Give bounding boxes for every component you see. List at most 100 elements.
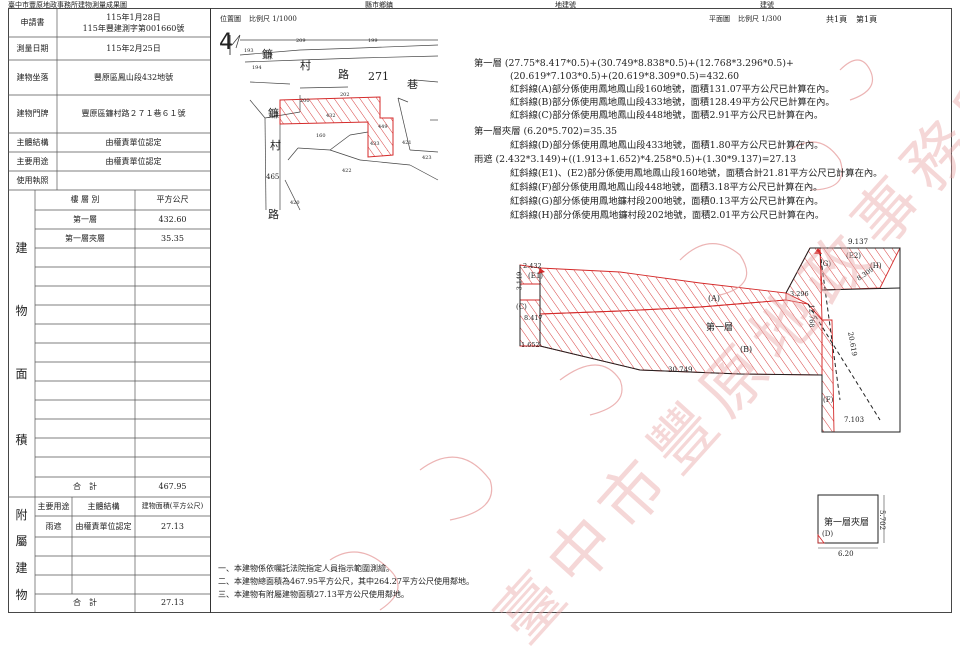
floor-label: 第一層	[706, 323, 734, 333]
page-number: 第1頁	[856, 15, 878, 24]
label-f: (F)	[823, 396, 834, 404]
structure-label: 主體結構	[16, 137, 49, 147]
use-value: 由權責單位認定	[105, 156, 162, 166]
application-label: 申請書	[20, 17, 45, 27]
annex-total-label: 合 計	[73, 598, 97, 607]
area-row-value: 35.35	[161, 233, 184, 243]
parcel-number: 200	[300, 98, 310, 104]
parcel-number: 193	[244, 48, 254, 54]
road-char: 村	[300, 59, 311, 72]
dim-mid-a: 3.296	[790, 290, 809, 298]
annex-section-char: 物	[15, 587, 28, 602]
side-road-char: 村	[270, 139, 281, 152]
annex-section-char: 屬	[15, 533, 28, 548]
mezzanine-width: 6.20	[838, 550, 854, 558]
lane-char: 巷	[407, 78, 418, 91]
label-h: (H)	[870, 262, 882, 270]
north-arrow-icon: 4	[219, 30, 233, 55]
parcel-number: 160	[316, 133, 326, 139]
location-map-title: 位置圖	[220, 15, 241, 23]
location-label: 建物坐落	[16, 72, 49, 82]
parcel-number: 432	[326, 113, 336, 119]
dim-right-bottom: 7.103	[844, 416, 865, 424]
area-row-floor: 第一層夾層	[65, 233, 105, 243]
total-pages: 共1頁	[826, 15, 848, 24]
side-road-char: 路	[268, 208, 279, 221]
dim-left-b: 8.417	[524, 314, 543, 322]
application-number: 115年豐建測字第001660號	[82, 23, 185, 33]
application-date: 115年1月28日	[106, 12, 161, 22]
plan-title: 平面圖	[709, 15, 730, 23]
parcel-number: 420	[290, 200, 300, 206]
location-target-parcel	[279, 96, 394, 158]
annex-section-char: 建	[15, 560, 28, 575]
dim-left-mid: 1.652	[521, 341, 540, 349]
parcel-number: 433	[370, 141, 380, 147]
note-line: 一、本建物係依囑託法院指定人員指示範圍測繪。	[218, 564, 394, 573]
label-e2: (E2)	[846, 252, 862, 260]
survey-date-value: 115年2月25日	[106, 43, 161, 53]
label-c: (C)	[516, 303, 527, 311]
calc-line: (20.619*7.103*0.5)+(20.619*8.309*0.5)=43…	[510, 71, 740, 82]
side-road-char: 鐮	[268, 107, 279, 120]
calc-line: 紅斜線(F)部分係使用鳳地鳳山段448地號，面積3.18平方公尺已計算在內。	[510, 182, 823, 193]
parcel-number: 202	[340, 92, 350, 98]
annex-total-value: 27.13	[161, 598, 184, 607]
header-lot: 地建號	[555, 1, 576, 9]
dim-top-right: 9.137	[848, 238, 869, 246]
annex-col-use: 主要用途	[37, 501, 70, 511]
survey-sheet: 臺中市豐原地政事務所建物測量成果圖 縣市鄉鎮 地建號 建號 申請書 115年1月…	[8, 1, 960, 657]
label-g: (G)	[820, 260, 832, 268]
dim-top-left: 2.432	[523, 262, 542, 270]
mezzanine-label: 第一層夾層	[824, 518, 870, 528]
survey-date-label: 測量日期	[16, 43, 49, 53]
license-label: 使用執照	[16, 175, 49, 185]
parcel-number: 422	[342, 168, 352, 174]
calc-line: 紅斜線(A)部分係使用鳳地鳳山段160地號，面積131.07平方公尺已計算在內。	[510, 84, 835, 95]
dim-bottom: 30.749	[668, 366, 693, 374]
label-d: (D)	[822, 530, 834, 538]
area-section-char: 物	[15, 303, 28, 318]
annex-col-struct: 主體結構	[87, 501, 120, 511]
area-col-floor: 樓 層 別	[70, 195, 100, 204]
header-building-no: 建號	[760, 1, 774, 9]
area-total-label: 合 計	[73, 482, 97, 491]
dim-left-a: 3.149	[515, 271, 524, 291]
license-value	[57, 171, 210, 190]
parcel-number: 449	[378, 124, 388, 130]
label-b: (B)	[740, 345, 753, 354]
calc-line: 第一層夾層 (6.20*5.702)=35.35	[474, 126, 618, 137]
note-line: 三、本建物有附屬建物面積27.13平方公尺使用鄰地。	[218, 590, 409, 599]
label-e1: (E1)	[528, 272, 544, 280]
area-section-char: 積	[15, 432, 28, 447]
annex-row-struct: 由權責單位認定	[75, 521, 132, 531]
calc-line: 紅斜線(D)部分係使用鳳地鳳山段433地號，面積1.80平方公尺已計算在內。	[510, 140, 824, 151]
annex-section-char: 附	[15, 507, 28, 522]
annex-row-use: 雨遮	[45, 521, 62, 531]
door-label: 建物門牌	[16, 109, 49, 118]
header-district: 縣市鄉鎮	[365, 1, 393, 9]
area-row-floor: 第一層	[73, 214, 97, 224]
door-value: 豐原區鐮村路２７１巷６１號	[81, 109, 186, 118]
calc-line: 紅斜線(C)部分係使用鳳地鳳山段448地號，面積2.91平方公尺已計算在內。	[510, 110, 824, 121]
use-label: 主要用途	[16, 156, 49, 166]
area-total-value: 467.95	[158, 482, 187, 491]
parcel-number: 199	[368, 38, 378, 44]
road-char: 路	[338, 68, 349, 81]
road-char: 鐮	[262, 48, 273, 61]
calc-line: 第一層 (27.75*8.417*0.5)+(30.749*8.838*0.5)…	[474, 58, 794, 69]
region-d	[817, 533, 825, 544]
area-section-char: 面	[15, 366, 28, 381]
parcel-number: 423	[422, 155, 432, 161]
parcel-number: 209	[296, 38, 306, 44]
annex-row-area: 27.13	[161, 521, 184, 531]
floor-plan	[519, 247, 901, 433]
area-col-unit: 平方公尺	[156, 195, 189, 204]
parcel-number: 421	[402, 140, 412, 146]
sheet-title: 臺中市豐原地政事務所建物測量成果圖	[8, 1, 127, 9]
side-number: 465	[266, 173, 280, 181]
table-grid	[8, 8, 210, 612]
calc-line: 紅斜線(H)部分係使用鳳地鐮村段202地號，面積2.01平方公尺已計算在內。	[510, 210, 825, 221]
note-line: 二、本建物總面積為467.95平方公尺，其中264.27平方公尺使用鄰地。	[218, 577, 474, 586]
location-value: 豐原區鳳山段432地號	[93, 72, 174, 82]
